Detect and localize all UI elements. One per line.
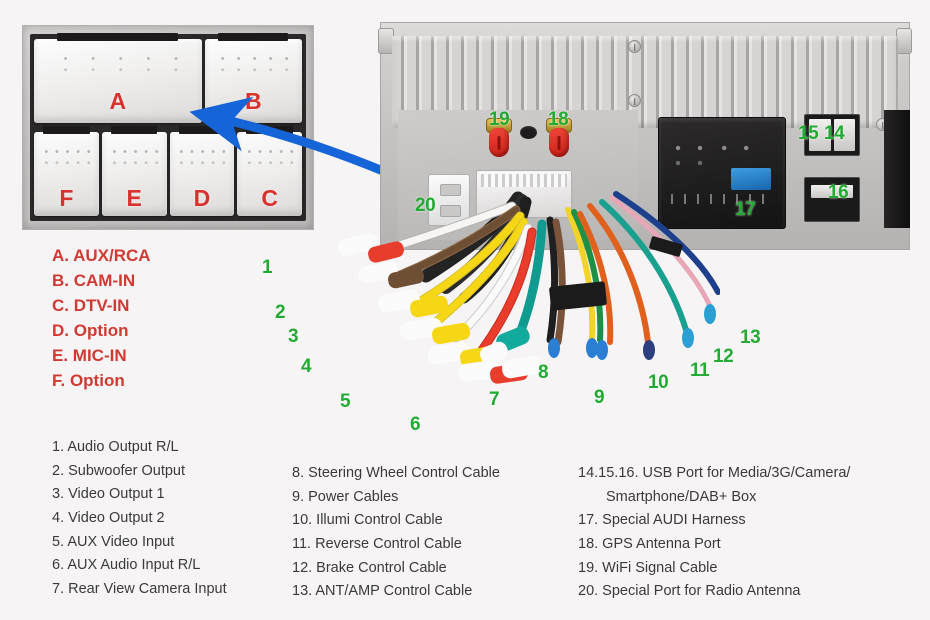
callout-number-17: 17 [735, 199, 756, 220]
mounting-bracket-right [896, 28, 912, 54]
legend-item: 1. Audio Output R/L [52, 439, 179, 455]
legend-column-2: 8. Steering Wheel Control Cable 9. Power… [292, 436, 572, 604]
reverse-cable-11 [599, 199, 689, 333]
camera-plug-7 [480, 326, 530, 365]
letter-legend-item: B. CAM-IN [52, 270, 136, 290]
legend-item: 2. Subwoofer Output [52, 462, 185, 479]
power-cable-orange [577, 211, 614, 345]
legend-column-3: 14.15.16. USB Port for Media/3G/Camera/ … [578, 436, 928, 604]
letter-legend-item: C. DTV-IN [52, 295, 130, 315]
callout-number-9: 9 [594, 387, 605, 408]
harness-blue-label [731, 168, 771, 190]
chassis-side-panel [884, 110, 910, 228]
callout-number-8: 8 [538, 362, 549, 383]
usb-port-single[interactable] [804, 177, 860, 222]
rca-cable-4-yellow [432, 218, 528, 326]
callout-number-12: 12 [713, 346, 734, 367]
legend-item: 20. Special Port for Radio Antenna [578, 583, 801, 600]
callout-number-20: 20 [415, 195, 436, 216]
connector-plug-a[interactable]: A [34, 33, 202, 123]
legend-item: 12. Brake Control Cable [292, 559, 447, 576]
plug-label-a: A [109, 88, 127, 114]
legend-item: 11. Reverse Control Cable [292, 535, 462, 552]
rca-plug-barrels [338, 233, 544, 384]
callout-number-7: 7 [489, 389, 500, 410]
legend-item: 8. Steering Wheel Control Cable [292, 465, 500, 481]
power-cable-green [571, 209, 604, 343]
legend-item: 13. ANT/AMP Control Cable [292, 583, 473, 600]
legend-item-usb-line2: Smartphone/DAB+ Box [606, 488, 757, 505]
letter-legend-item: F. Option [52, 370, 125, 390]
swc-cable-8a [546, 216, 558, 344]
usb-port-pair[interactable] [804, 114, 860, 156]
callout-number-19: 19 [489, 109, 510, 130]
callout-number-2: 2 [275, 302, 286, 323]
plug-label-c: C [261, 185, 278, 211]
callout-number-6: 6 [410, 414, 421, 435]
legend-item: 18. GPS Antenna Port [578, 535, 721, 552]
plug-label-d: D [193, 185, 211, 211]
callout-number-11: 11 [690, 360, 710, 381]
connector-plug-e[interactable]: E [101, 126, 167, 216]
rca-cable-6-red [478, 228, 536, 354]
harness-pin-grid [667, 142, 777, 172]
numbered-legend: 1. Audio Output R/L 2. Subwoofer Output … [0, 436, 930, 616]
special-audi-harness-connector[interactable] [658, 117, 786, 229]
brake-cable-12 [609, 195, 713, 309]
callout-number-14: 14 [824, 123, 845, 144]
wifi-antenna-port[interactable] [486, 118, 512, 158]
legend-item: 10. Illumi Control Cable [292, 512, 443, 529]
swc-tip-8 [548, 338, 560, 358]
callout-number-15: 15 [798, 123, 819, 144]
plug-label-f: F [59, 185, 74, 211]
harness-lower-pins [671, 194, 765, 204]
legend-item-usb-line1: 14.15.16. USB Port for Media/3G/Camera/ [578, 465, 851, 481]
legend-item: 9. Power Cables [292, 488, 399, 505]
callout-number-4: 4 [301, 356, 312, 377]
callout-number-13: 13 [740, 327, 761, 348]
legend-item-usb: 14.15.16. USB Port for Media/3G/Camera/ … [578, 462, 928, 509]
radio-antenna-special-port[interactable] [428, 174, 470, 226]
letter-legend: A. AUX/RCA B. CAM-IN C. DTV-IN D. Option… [52, 244, 282, 394]
illumi-cable-10 [587, 203, 651, 345]
plug-label-e: E [126, 185, 142, 211]
letter-legend-item: A. AUX/RCA [52, 246, 151, 265]
chassis-screw-top [628, 40, 641, 53]
chassis-vent-hole [520, 126, 537, 139]
chassis-screw-mid [628, 94, 641, 107]
legend-item: 6. AUX Audio Input R/L [52, 557, 201, 574]
rca-cable-3-yellow [412, 212, 524, 308]
power-cable-yellow [565, 207, 596, 341]
connector-plug-f[interactable]: F [34, 126, 99, 216]
legend-item: 7. Rear View Camera Input [52, 580, 227, 597]
legend-item: 4. Video Output 2 [52, 509, 165, 526]
legend-item: 5. AUX Video Input [52, 533, 175, 550]
gps-antenna-port[interactable] [546, 118, 572, 158]
letter-legend-item: D. Option [52, 320, 129, 340]
legend-column-1: 1. Audio Output R/L 2. Subwoofer Output … [52, 436, 302, 601]
legend-item: 3. Video Output 1 [52, 486, 165, 503]
callout-number-16: 16 [828, 182, 849, 203]
callout-number-1: 1 [262, 257, 273, 278]
callout-number-10: 10 [648, 372, 669, 393]
callout-number-5: 5 [340, 391, 351, 412]
iso-wire-connector-block[interactable] [476, 170, 572, 218]
power-connector-housing [549, 281, 607, 311]
legend-item: 17. Special AUDI Harness [578, 512, 746, 529]
legend-item: 19. WiFi Signal Cable [578, 559, 718, 576]
swc-cable-8b [552, 218, 566, 346]
wiring-harness-cable-fan [338, 191, 720, 384]
callout-number-18: 18 [548, 109, 569, 130]
letter-legend-item: E. MIC-IN [52, 345, 127, 365]
ant-amp-cable-13 [613, 191, 720, 295]
callout-number-3: 3 [288, 326, 299, 347]
